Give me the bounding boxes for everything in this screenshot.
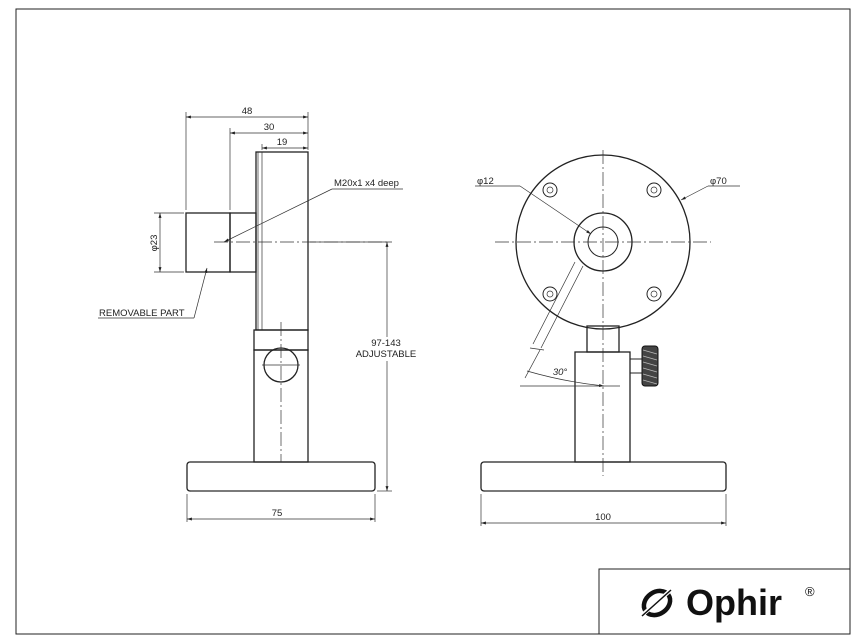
dim-base-side: 75 <box>272 508 283 519</box>
dim-aperture: φ12 <box>477 176 494 187</box>
ophir-logo-icon <box>638 587 674 619</box>
dim-removable-diameter: φ23 <box>149 235 160 252</box>
dim-height-range: 97-143 <box>371 338 401 349</box>
removable-part-label: REMOVABLE PART <box>99 308 185 319</box>
thread-callout: M20x1 x4 deep <box>334 178 399 189</box>
base-side <box>186 461 376 492</box>
drawing-frame <box>15 8 851 635</box>
base-front <box>480 461 727 492</box>
brand-name: Ophir <box>686 582 782 623</box>
dim-overall-depth: 48 <box>242 106 253 117</box>
front-view: 30° φ12 φ70 100 <box>475 150 740 526</box>
side-view: 48 30 19 M20x1 x4 deep φ23 REMOVABLE PAR… <box>98 106 424 522</box>
dim-body-diameter: φ70 <box>710 176 727 187</box>
sensor-head <box>255 151 309 331</box>
title-block: Ophir ® <box>598 568 851 635</box>
adapter-body <box>229 212 257 273</box>
mounting-holes <box>542 182 662 302</box>
clamp-knob-front <box>641 345 659 387</box>
post-holder-front <box>574 351 631 463</box>
dim-angle: 30° <box>553 367 568 378</box>
dim-height-note: ADJUSTABLE <box>356 349 417 360</box>
dim-head-depth: 19 <box>277 137 288 148</box>
removable-part-body <box>185 212 231 273</box>
registered-mark: ® <box>805 584 815 599</box>
dim-mid-depth: 30 <box>264 122 275 133</box>
dim-base-front: 100 <box>595 512 611 523</box>
